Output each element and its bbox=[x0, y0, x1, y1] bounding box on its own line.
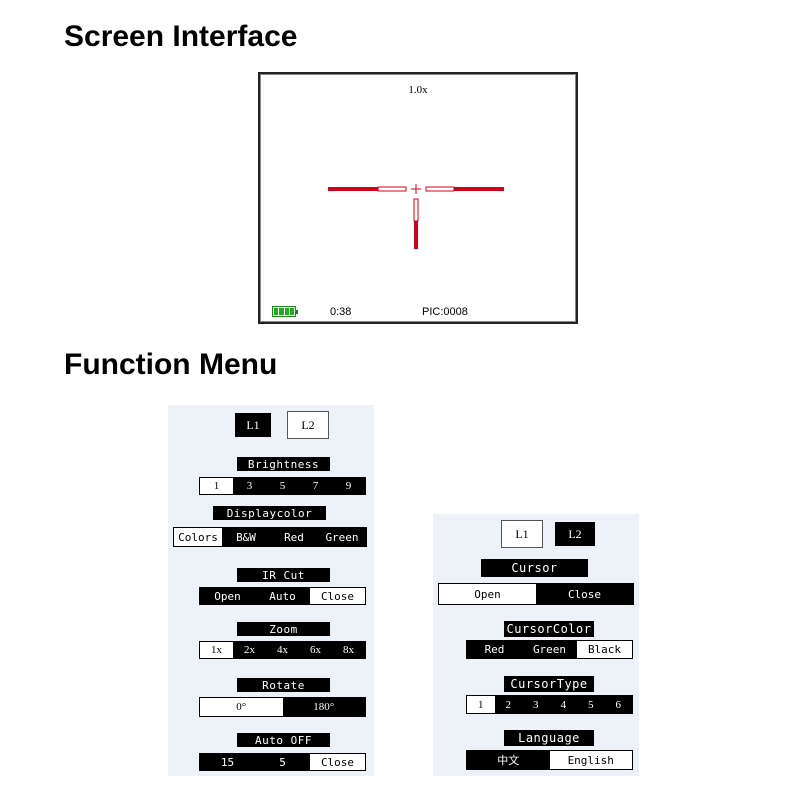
displaycolor-option[interactable]: Colors bbox=[174, 528, 222, 546]
cursortype-option[interactable]: 2 bbox=[505, 698, 512, 711]
zoom-options: 1x 2x 4x 6x 8x bbox=[199, 641, 366, 659]
displaycolor-options: Colors B&W Red Green bbox=[173, 527, 367, 547]
cursorcolor-option[interactable]: Black bbox=[577, 641, 632, 658]
reticle-bottom-bar bbox=[414, 221, 418, 249]
zoom-option[interactable]: 1x bbox=[200, 642, 233, 658]
language-label: Language bbox=[504, 730, 594, 746]
cursorcolor-options: Red Green Black bbox=[466, 640, 633, 659]
cursor-options: Open Close bbox=[438, 583, 634, 605]
battery-icon bbox=[272, 306, 298, 317]
rotate-options: 0° 180° bbox=[199, 697, 366, 717]
crosshair-reticle-icon bbox=[328, 184, 504, 249]
reticle-right-bar bbox=[454, 187, 504, 191]
displaycolor-option[interactable]: Green bbox=[325, 530, 359, 544]
cursorcolor-option[interactable]: Green bbox=[532, 643, 567, 656]
cursortype-option[interactable]: 1 bbox=[467, 696, 495, 713]
reticle-bottom-inner bbox=[413, 198, 419, 222]
displaycolor-option[interactable]: Red bbox=[284, 530, 304, 544]
tab-l1[interactable]: L1 bbox=[235, 413, 271, 437]
cursor-option[interactable]: Open bbox=[439, 584, 536, 604]
language-option[interactable]: 中文 bbox=[497, 754, 520, 767]
autooff-option[interactable]: Close bbox=[310, 754, 365, 770]
ircut-label: IR Cut bbox=[237, 568, 330, 582]
brightness-option[interactable]: 9 bbox=[345, 480, 352, 492]
tab-l2[interactable]: L2 bbox=[287, 411, 329, 439]
screen-display: 1.0x 0:38 PIC:0008 bbox=[258, 72, 578, 324]
autooff-label: Auto OFF bbox=[237, 733, 330, 747]
cursortype-label: CursorType bbox=[504, 676, 594, 692]
menu-panel-l2: L1 L2 Cursor Open Close CursorColor Red Gr… bbox=[433, 514, 639, 776]
brightness-option[interactable]: 5 bbox=[279, 480, 286, 492]
zoom-option[interactable]: 8x bbox=[343, 644, 354, 656]
cursor-option[interactable]: Close bbox=[567, 587, 602, 601]
reticle-right-inner bbox=[425, 186, 455, 192]
ircut-option[interactable]: Close bbox=[310, 588, 365, 604]
displaycolor-label: Displaycolor bbox=[213, 506, 326, 520]
ircut-option[interactable]: Auto bbox=[269, 589, 296, 603]
rotate-option[interactable]: 180° bbox=[313, 701, 335, 713]
tab-l2[interactable]: L2 bbox=[555, 522, 595, 546]
cursorcolor-label: CursorColor bbox=[504, 621, 594, 637]
autooff-option[interactable]: 5 bbox=[279, 755, 286, 769]
reticle-left-inner bbox=[377, 186, 407, 192]
language-options: 中文 English bbox=[466, 750, 633, 770]
menu-panel-l1: L1 L2 Brightness 1 3 5 7 9 Displaycolor Colo… bbox=[168, 405, 374, 776]
autooff-option[interactable]: 15 bbox=[220, 755, 235, 769]
zoom-option[interactable]: 4x bbox=[277, 644, 288, 656]
cursortype-option[interactable]: 6 bbox=[615, 698, 622, 711]
rotate-option[interactable]: 0° bbox=[200, 698, 283, 716]
ircut-option[interactable]: Open bbox=[214, 589, 241, 603]
picture-counter: PIC:0008 bbox=[422, 306, 468, 318]
ircut-options: Open Auto Close bbox=[199, 587, 366, 605]
reticle-left-bar bbox=[328, 187, 378, 191]
displaycolor-option[interactable]: B&W bbox=[236, 530, 256, 544]
language-option[interactable]: English bbox=[549, 751, 632, 769]
tab-l1[interactable]: L1 bbox=[501, 520, 543, 548]
brightness-option[interactable]: 3 bbox=[246, 480, 253, 492]
function-menu-heading: Function Menu bbox=[64, 348, 278, 381]
brightness-options: 1 3 5 7 9 bbox=[199, 477, 366, 495]
cursorcolor-option[interactable]: Red bbox=[484, 643, 505, 656]
zoom-readout: 1.0x bbox=[408, 84, 428, 96]
brightness-option[interactable]: 1 bbox=[200, 478, 233, 494]
cursor-label: Cursor bbox=[481, 559, 588, 577]
cursortype-option[interactable]: 5 bbox=[588, 698, 594, 711]
cursortype-option[interactable]: 3 bbox=[533, 698, 539, 711]
screen-interface-heading: Screen Interface bbox=[64, 20, 298, 53]
autooff-options: 15 5 Close bbox=[199, 753, 366, 771]
brightness-option[interactable]: 7 bbox=[312, 480, 319, 492]
cursortype-option[interactable]: 4 bbox=[560, 698, 567, 711]
recording-time: 0:38 bbox=[330, 306, 352, 318]
zoom-option[interactable]: 6x bbox=[310, 644, 321, 656]
zoom-option[interactable]: 2x bbox=[244, 644, 255, 656]
rotate-label: Rotate bbox=[237, 678, 330, 692]
brightness-label: Brightness bbox=[237, 457, 330, 471]
zoom-label: Zoom bbox=[237, 622, 330, 636]
